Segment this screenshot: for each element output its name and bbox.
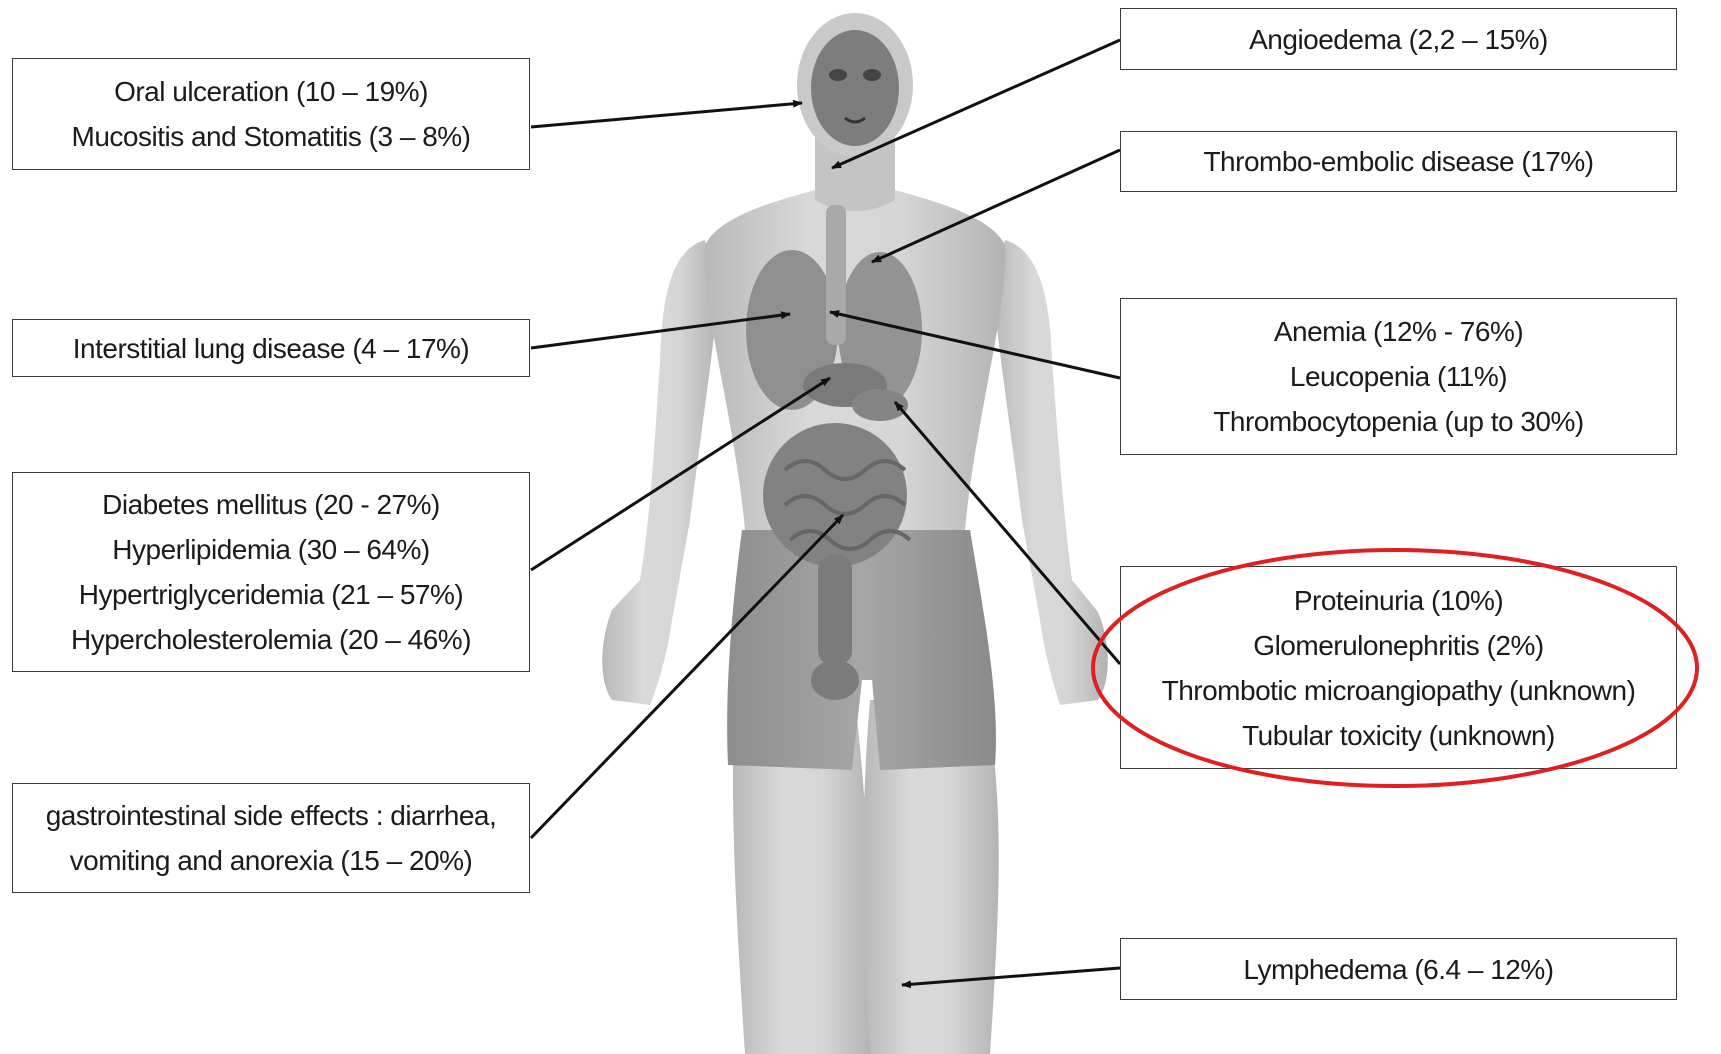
glomerulonephritis-label: Glomerulonephritis (2%) <box>1253 623 1543 668</box>
head <box>797 13 913 157</box>
hypercholesterolemia-label: Hypercholesterolemia (20 – 46%) <box>71 617 471 662</box>
shorts <box>727 530 996 770</box>
gi-effects-box: gastrointestinal side effects : diarrhea… <box>12 783 530 893</box>
mucositis-label: Mucositis and Stomatitis (3 – 8%) <box>72 114 471 159</box>
metabolic-effects-box: Diabetes mellitus (20 - 27%) Hyperlipide… <box>12 472 530 672</box>
thrombocytopenia-label: Thrombocytopenia (up to 30%) <box>1213 399 1583 444</box>
renal-effects-box: Proteinuria (10%) Glomerulonephritis (2%… <box>1120 566 1677 769</box>
thrombotic-microangiopathy-label: Thrombotic microangiopathy (unknown) <box>1162 668 1636 713</box>
thromboembolic-box: Thrombo-embolic disease (17%) <box>1120 131 1677 192</box>
lymphedema-box: Lymphedema (6.4 – 12%) <box>1120 938 1677 1000</box>
oral-ulceration-label: Oral ulceration (10 – 19%) <box>114 69 428 114</box>
anemia-label: Anemia (12% - 76%) <box>1274 309 1523 354</box>
gi-effects-label-2: vomiting and anorexia (15 – 20%) <box>70 838 473 883</box>
thromboembolic-label: Thrombo-embolic disease (17%) <box>1203 139 1593 184</box>
interstitial-lung-label: Interstitial lung disease (4 – 17%) <box>73 326 470 371</box>
leucopenia-label: Leucopenia (11%) <box>1290 354 1507 399</box>
tubular-toxicity-label: Tubular toxicity (unknown) <box>1242 713 1555 758</box>
arrow-oral <box>531 103 802 127</box>
gi-effects-label-1: gastrointestinal side effects : diarrhea… <box>46 793 497 838</box>
proteinuria-label: Proteinuria (10%) <box>1294 578 1503 623</box>
lung-effects-box: Interstitial lung disease (4 – 17%) <box>12 319 530 377</box>
hyperlipidemia-label: Hyperlipidemia (30 – 64%) <box>112 527 429 572</box>
hypertriglyceridemia-label: Hypertriglyceridemia (21 – 57%) <box>79 572 463 617</box>
oral-effects-box: Oral ulceration (10 – 19%) Mucositis and… <box>12 58 530 170</box>
lymphedema-label: Lymphedema (6.4 – 12%) <box>1243 947 1553 992</box>
angioedema-box: Angioedema (2,2 – 15%) <box>1120 8 1677 70</box>
angioedema-label: Angioedema (2,2 – 15%) <box>1249 17 1548 62</box>
diabetes-label: Diabetes mellitus (20 - 27%) <box>102 482 440 527</box>
hematologic-effects-box: Anemia (12% - 76%) Leucopenia (11%) Thro… <box>1120 298 1677 455</box>
